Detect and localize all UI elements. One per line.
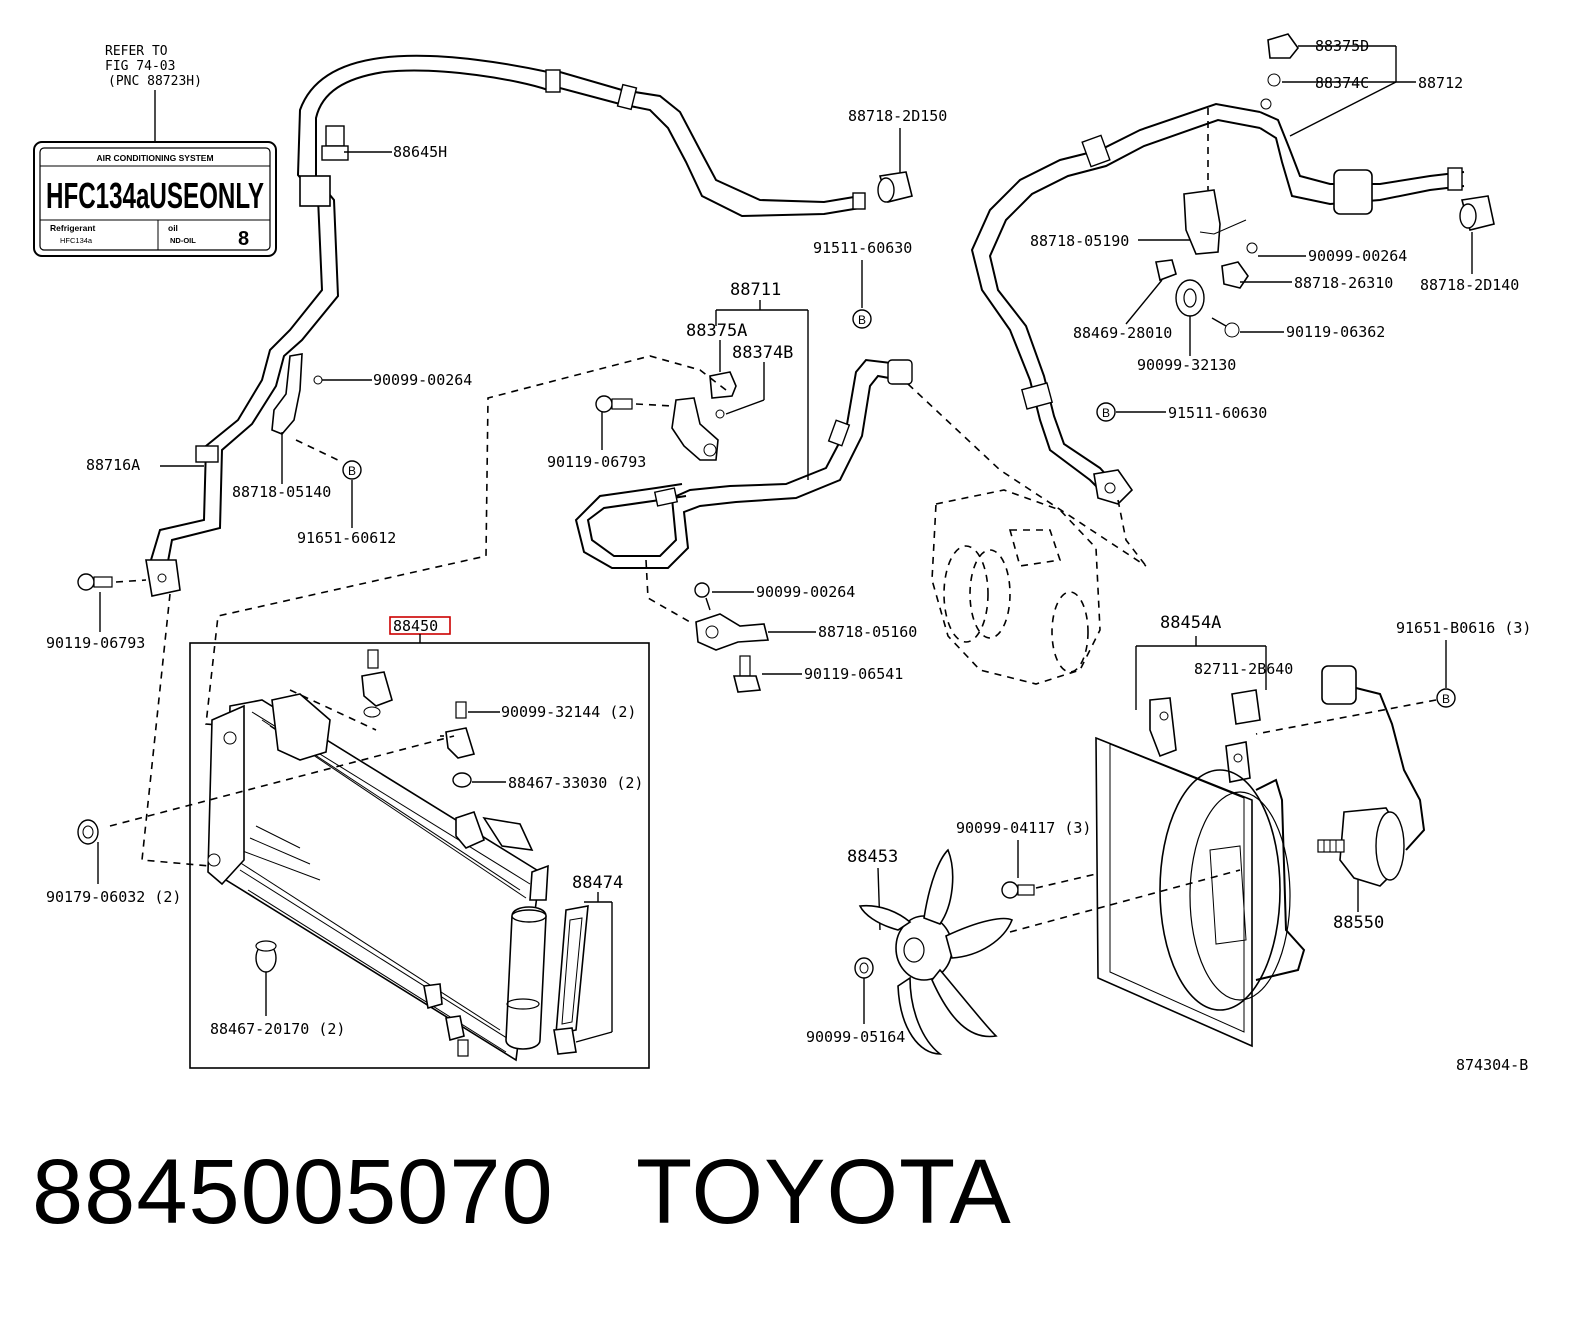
callout-91651-60612: 91651-60612 bbox=[297, 529, 396, 547]
callout-88467-33030: 88467-33030 (2) bbox=[508, 774, 643, 792]
label-card-refrigerant-label: Refrigerant bbox=[50, 223, 96, 233]
callout-91511-60630-right: 91511-60630 bbox=[1168, 404, 1267, 422]
label-card-main: HFC134aUSEONLY bbox=[46, 175, 264, 216]
label-card-oil-label: oil bbox=[168, 223, 178, 233]
callout-88374C: 88374C bbox=[1315, 74, 1369, 92]
condenser-assembly: 88450 90099-32144 (2) 88467 bbox=[46, 593, 650, 1069]
callout-88718-2D150: 88718-2D150 bbox=[848, 107, 947, 125]
callout-88718-26310: 88718-26310 bbox=[1294, 274, 1393, 292]
compressor-ghost bbox=[907, 383, 1147, 685]
figure-code: 874304-B bbox=[1456, 1056, 1528, 1074]
callout-90099-00264-right: 90099-00264 bbox=[1308, 247, 1407, 265]
callout-88718-05190: 88718-05190 bbox=[1030, 232, 1129, 250]
footer-part-number: 8845005070 bbox=[32, 1141, 554, 1243]
callout-90119-06541: 90119-06541 bbox=[804, 665, 903, 683]
callout-90099-00264-mid: 90099-00264 bbox=[756, 583, 855, 601]
label-card-refrigerant-value: HFC134a bbox=[60, 236, 93, 245]
callout-88454A: 88454A bbox=[1160, 613, 1221, 633]
refer-note: REFER TO FIG 74-03 (PNC 88723H) bbox=[105, 44, 202, 142]
callout-88469-28010: 88469-28010 bbox=[1073, 324, 1172, 342]
label-card-oil-number: 8 bbox=[238, 228, 249, 250]
callout-88374B: 88374B bbox=[732, 343, 793, 363]
fan-shroud-88454A: 88454A 82711-2B640 bbox=[1095, 613, 1306, 1048]
callout-90119-06362: 90119-06362 bbox=[1286, 323, 1385, 341]
callout-91511-60630-top: 91511-60630 bbox=[813, 239, 912, 257]
fan-motor-88550: 91651-B0616 (3) B 88550 bbox=[1255, 619, 1531, 933]
callout-88716A: 88716A bbox=[86, 456, 140, 474]
clamp-88718-2D150: 88718-2D150 bbox=[848, 107, 947, 203]
fan-88453: 88453 90099-05164 90099-04117 (3) bbox=[806, 819, 1241, 1055]
callout-88718-05140: 88718-05140 bbox=[232, 483, 331, 501]
callout-88467-20170: 88467-20170 (2) bbox=[210, 1020, 345, 1038]
label-card-oil-value: ND-OIL bbox=[170, 236, 196, 245]
callout-88712: 88712 bbox=[1418, 74, 1463, 92]
footer-brand: TOYOTA bbox=[636, 1141, 1012, 1243]
callout-90179-06032: 90179-06032 (2) bbox=[46, 888, 181, 906]
refrigerant-label-card: AIR CONDITIONING SYSTEM HFC134aUSEONLY R… bbox=[33, 141, 277, 257]
callout-88450: 88450 bbox=[393, 617, 438, 635]
ref-marker-b-1: B bbox=[348, 464, 356, 478]
ref-marker-b-4: B bbox=[1442, 692, 1450, 706]
callout-88718-2D140: 88718-2D140 bbox=[1420, 276, 1519, 294]
pipe-88716A: 88645H 90099-00264 88718-05140 B 91651-6… bbox=[46, 54, 866, 652]
callout-88375A: 88375A bbox=[686, 321, 747, 341]
callout-91651-B0616: 91651-B0616 (3) bbox=[1396, 619, 1531, 637]
callout-90099-32130: 90099-32130 bbox=[1137, 356, 1236, 374]
callout-90099-32144: 90099-32144 (2) bbox=[501, 703, 636, 721]
callout-90099-00264-left: 90099-00264 bbox=[373, 371, 472, 389]
callout-88550: 88550 bbox=[1333, 913, 1384, 933]
label-card-header: AIR CONDITIONING SYSTEM bbox=[96, 153, 213, 163]
pipe-88712: 88375D 88374C 88712 88718-05190 90099-00… bbox=[970, 33, 1519, 505]
ref-marker-b-2: B bbox=[858, 313, 866, 327]
callout-88453: 88453 bbox=[847, 847, 898, 867]
callout-90099-04117: 90099-04117 (3) bbox=[956, 819, 1091, 837]
refer-note-line1: REFER TO bbox=[105, 44, 168, 59]
callout-88645H: 88645H bbox=[393, 143, 447, 161]
refer-note-line2: FIG 74-03 bbox=[105, 59, 175, 74]
callout-90119-06793-left: 90119-06793 bbox=[46, 634, 145, 652]
callout-88474: 88474 bbox=[572, 873, 623, 893]
callout-88711: 88711 bbox=[730, 280, 781, 300]
callout-88375D: 88375D bbox=[1315, 37, 1369, 55]
callout-90119-06793-mid: 90119-06793 bbox=[547, 453, 646, 471]
callout-82711-2B640: 82711-2B640 bbox=[1194, 660, 1293, 678]
callout-90099-05164: 90099-05164 bbox=[806, 1028, 905, 1046]
ref-marker-b-3: B bbox=[1102, 406, 1110, 420]
pipe-88711: 91511-60630 B 88711 88375A 88374B 90119-… bbox=[205, 239, 917, 727]
refer-note-line3: (PNC 88723H) bbox=[108, 74, 202, 89]
callout-88718-05160: 88718-05160 bbox=[818, 623, 917, 641]
